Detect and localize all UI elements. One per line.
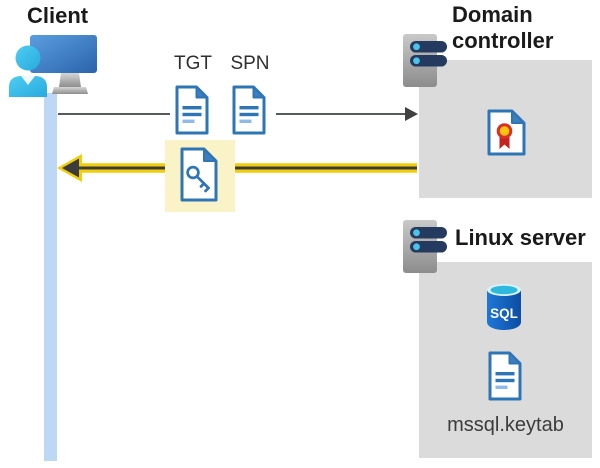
keytab-file-label: mssql.keytab xyxy=(447,414,564,436)
domain-controller-title: Domain controller xyxy=(452,2,553,54)
tgt-label: TGT xyxy=(174,53,212,74)
spn-label: SPN xyxy=(230,53,270,74)
domain-controller-title-line1: Domain xyxy=(452,2,533,27)
client-icon xyxy=(9,35,97,97)
sql-icon-label: SQL xyxy=(490,306,518,321)
linux-server-title: Linux server xyxy=(455,225,586,250)
service-ticket-key-icon xyxy=(180,147,218,202)
domain-controller-title-line2: controller xyxy=(452,28,554,53)
certificate-icon xyxy=(487,109,526,156)
tgt-document-icon xyxy=(175,85,209,135)
keytab-file-icon xyxy=(488,351,522,401)
client-lifeline-bar xyxy=(44,93,57,461)
linux-server-icon xyxy=(403,220,447,273)
client-title: Client xyxy=(27,3,89,28)
spn-document-icon xyxy=(232,85,266,135)
domain-controller-server-icon xyxy=(403,34,447,87)
monitor-icon xyxy=(30,35,97,94)
person-icon xyxy=(9,45,47,97)
sql-database-icon: SQL xyxy=(487,284,521,330)
response-arrow xyxy=(57,154,417,182)
